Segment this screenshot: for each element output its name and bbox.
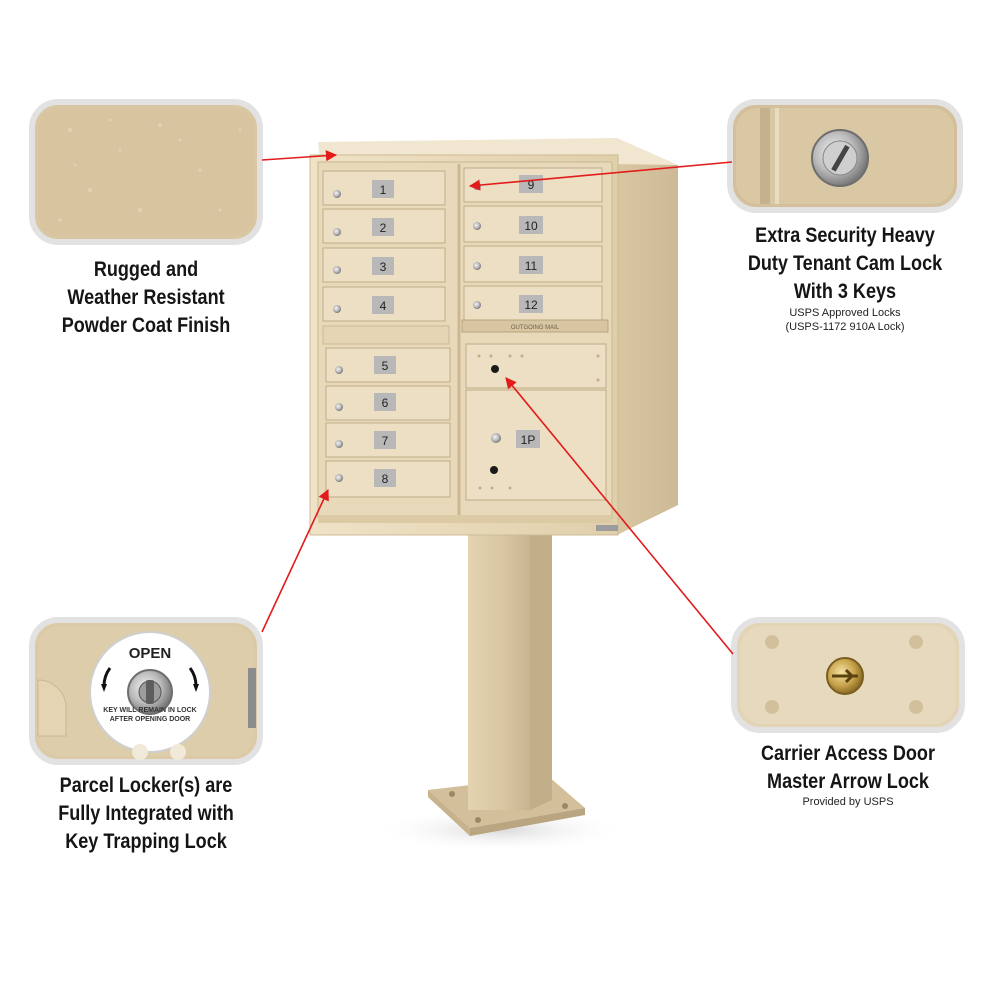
carrier-subcaption: Provided by USPS [748, 795, 948, 809]
cabinet-side [617, 150, 678, 535]
cam-lock-closeup [727, 99, 963, 213]
tenant-lock-caption-line: With 3 Keys [793, 280, 897, 303]
door-number: 1 [380, 183, 387, 197]
door-number: 11 [525, 259, 538, 273]
pedestal-post [460, 520, 552, 810]
finish-caption-line: Rugged and [93, 258, 199, 281]
mailbox-door[interactable]: 1 [322, 170, 446, 206]
door-number: 6 [382, 396, 389, 410]
right-door-column: 9 10 11 12 OUTGOING MAIL [461, 167, 609, 501]
carrier-caption-line: Master Arrow Lock [767, 770, 929, 793]
door-number: 4 [380, 299, 387, 313]
mailbox-door[interactable]: 3 [322, 247, 446, 283]
mailbox-door[interactable]: 11 [463, 245, 603, 283]
door-number: 12 [524, 298, 538, 312]
tenant-lock-caption-line: Duty Tenant Cam Lock [747, 252, 943, 275]
door-number: 2 [380, 221, 387, 235]
key-trapping-lock-closeup: OPEN [29, 617, 263, 765]
door-number: 10 [524, 219, 538, 233]
door-number: 3 [380, 260, 387, 274]
parcel-locker-label: 1P [521, 433, 536, 447]
key-trapping-badge-text: KEY WILL REMAIN IN LOCK AFTER OPENING DO… [103, 707, 197, 723]
outgoing-mail-slot[interactable]: OUTGOING MAIL [461, 319, 609, 333]
door-number: 5 [382, 359, 389, 373]
finish-arrow [261, 150, 338, 162]
arrow-lock-closeup [731, 617, 965, 733]
mailbox-door[interactable]: 6 [325, 385, 451, 421]
tenant-lock-subcaption: USPS Approved Locks (USPS-1172 910A Lock… [745, 306, 945, 334]
mailbox-door[interactable]: 12 [463, 285, 603, 323]
outgoing-mail-label: OUTGOING MAIL [511, 325, 560, 331]
mailbox-door[interactable]: 5 [325, 347, 451, 383]
finish-caption-line: Powder Coat Finish [61, 314, 231, 337]
parcel-locker-door[interactable]: 1P [465, 389, 607, 501]
tenant-lock-subcaption-line: (USPS-1172 910A Lock) [785, 321, 905, 333]
mailbox-door[interactable]: 7 [325, 422, 451, 458]
door-number: 7 [382, 434, 389, 448]
carrier-subcaption-line: Provided by USPS [802, 796, 894, 808]
tenant-lock-arrow [468, 161, 733, 191]
carrier-caption-line: Carrier Access Door [760, 742, 935, 765]
left-door-column: 1 2 3 4 5 [322, 170, 451, 498]
tenant-lock-subcaption-line: USPS Approved Locks [789, 307, 901, 319]
door-number: 9 [528, 178, 535, 192]
parcel-caption-line: Fully Integrated with [58, 802, 234, 825]
powder-coat-closeup [29, 99, 263, 245]
parcel-lock-arrow [261, 488, 329, 633]
mailbox-door[interactable]: 10 [463, 205, 603, 243]
tenant-lock-caption: Extra Security Heavy Duty Tenant Cam Loc… [733, 222, 957, 306]
callout-arrows [261, 150, 734, 655]
tenant-lock-caption-line: Extra Security Heavy [755, 224, 935, 247]
mailbox-door[interactable]: 8 [325, 460, 451, 498]
door-number: 8 [382, 472, 389, 486]
parcel-caption-line: Key Trapping Lock [65, 830, 227, 853]
finish-caption-line: Weather Resistant [67, 286, 225, 309]
mailbox-door[interactable]: 2 [322, 208, 446, 244]
carrier-access-door[interactable] [465, 343, 607, 389]
parcel-caption-line: Parcel Locker(s) are [59, 774, 233, 797]
open-badge-label: OPEN [129, 645, 172, 662]
carrier-caption: Carrier Access Door Master Arrow Lock [736, 740, 960, 796]
finish-caption: Rugged and Weather Resistant Powder Coat… [46, 256, 246, 340]
carrier-lock-arrow [505, 377, 734, 655]
mailbox-door[interactable]: 4 [322, 286, 446, 322]
parcel-caption: Parcel Locker(s) are Fully Integrated wi… [38, 772, 255, 856]
